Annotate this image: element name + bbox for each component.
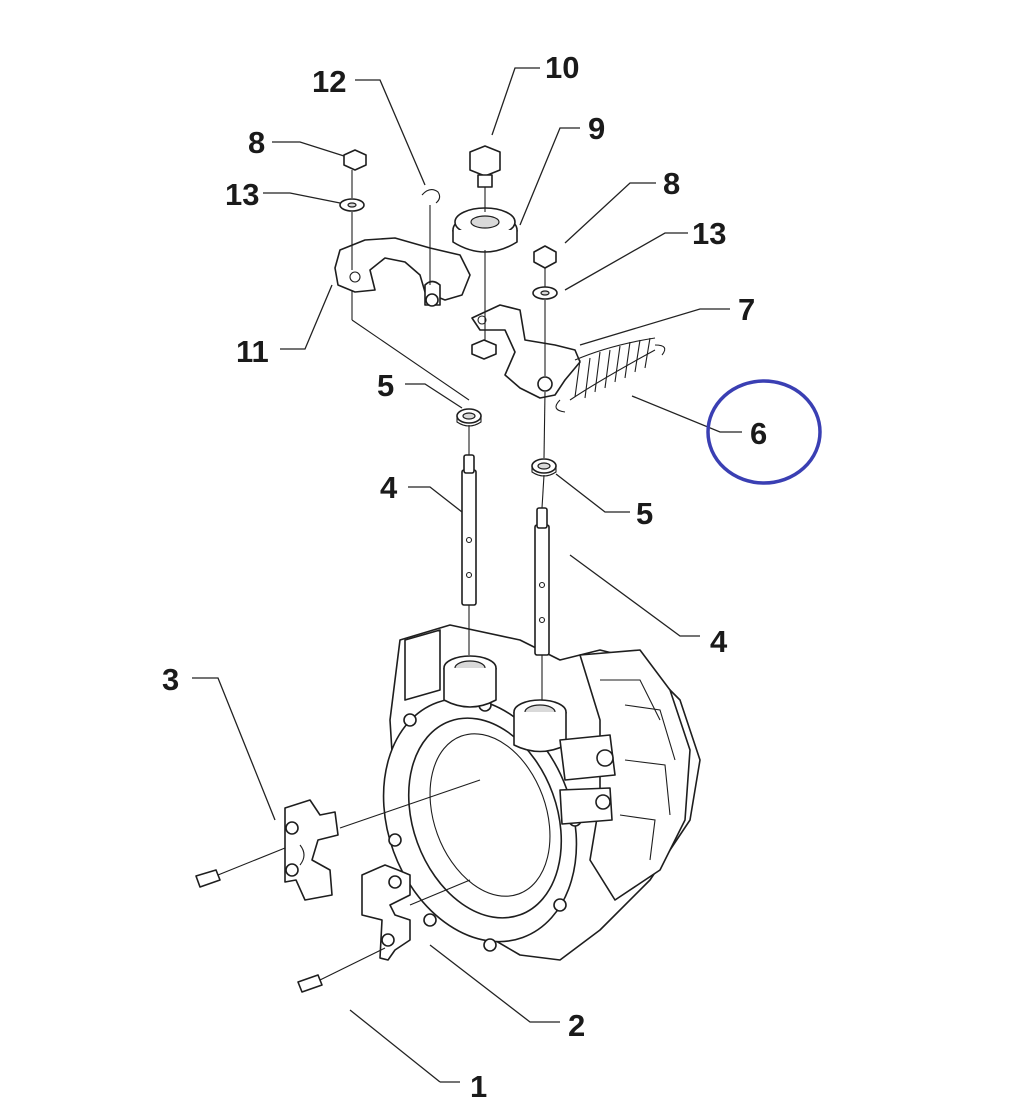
nut-right	[533, 245, 557, 269]
callout-4-right: 4	[710, 624, 728, 659]
callout-11: 11	[236, 334, 269, 369]
lever-right	[471, 304, 581, 399]
callout-10: 10	[545, 50, 579, 85]
nut-under-lever	[471, 339, 497, 360]
gearbox-housing	[382, 624, 701, 961]
callout-4-left: 4	[380, 470, 398, 505]
roll-pins	[195, 847, 386, 993]
callout-labels: 1 2 3 4 4 5 5 6 7 8 8 9 10 11 12 13 13	[162, 50, 767, 1104]
callout-12: 12	[312, 64, 346, 99]
callout-8-right: 8	[663, 166, 680, 201]
seal-right	[531, 458, 557, 477]
highlight-circle	[706, 379, 822, 485]
callout-5-right: 5	[636, 496, 653, 531]
callout-5-left: 5	[377, 368, 394, 403]
bolt	[469, 145, 501, 188]
lever-left	[334, 237, 471, 307]
callout-6: 6	[750, 416, 767, 451]
shift-fork-upper	[284, 799, 339, 901]
callout-7: 7	[738, 292, 755, 327]
washer-right	[532, 286, 558, 300]
shift-fork-lower	[361, 864, 411, 961]
callout-13-left: 13	[225, 177, 259, 212]
leader-lines	[192, 67, 742, 1083]
callout-9: 9	[588, 111, 605, 146]
callout-8-left: 8	[248, 125, 265, 160]
callout-13-right: 13	[692, 216, 726, 251]
nut-left	[343, 149, 367, 171]
assembly-axes	[339, 170, 546, 906]
shaft-right	[534, 507, 550, 656]
shaft-left	[461, 454, 477, 606]
pulley	[452, 207, 518, 253]
seal-left	[456, 408, 482, 427]
washer-left	[339, 198, 365, 212]
callout-1: 1	[470, 1069, 487, 1104]
circlip	[421, 189, 441, 204]
spring	[555, 337, 666, 413]
callout-2: 2	[568, 1008, 585, 1043]
callout-3: 3	[162, 662, 179, 697]
